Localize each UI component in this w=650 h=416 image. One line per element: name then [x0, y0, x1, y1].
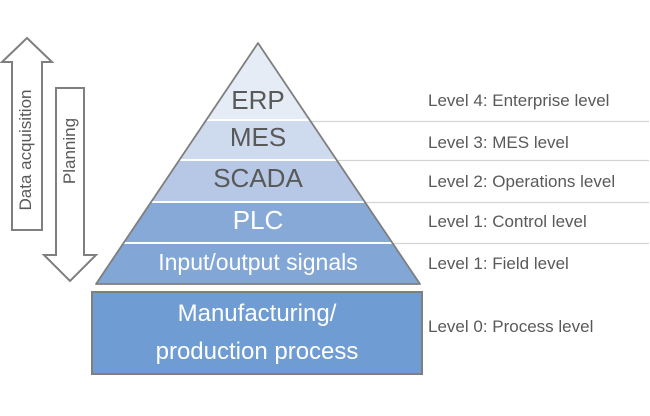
planning-arrow-shape	[41, 87, 99, 283]
planning-arrow-label: Planning	[60, 117, 79, 185]
annotation-level3-mes: Level 3: MES level	[428, 133, 569, 152]
pyramid-band-mes	[179, 120, 337, 160]
base-block-shape	[91, 291, 423, 375]
pyramid-band-io	[96, 243, 420, 284]
annotation-level2-operations: Level 2: Operations level	[428, 172, 616, 191]
base-block-label-line2: production process	[155, 338, 359, 365]
annotation-level0-process: Level 0: Process level	[428, 317, 594, 336]
pyramid-outline	[95, 42, 421, 285]
pyramid-band-erp	[206, 43, 310, 120]
band-label-scada: SCADA	[213, 163, 303, 193]
annotation-level4-enterprise: Level 4: Enterprise level	[428, 91, 610, 110]
band-label-io-signals: Input/output signals	[158, 249, 358, 275]
base-block-label: Manufacturing/ production process	[92, 295, 422, 371]
data-acquisition-arrow-shape	[0, 36, 55, 231]
band-label-plc: PLC	[232, 205, 284, 235]
band-label-mes: MES	[229, 122, 287, 152]
pyramid-band-scada	[151, 160, 365, 202]
pyramid-band-plc	[124, 202, 392, 243]
data-acquisition-arrow-label: Data acquisition	[16, 89, 35, 211]
base-block-label-line1: Manufacturing/	[177, 300, 337, 327]
annotation-level1-control: Level 1: Control level	[428, 212, 587, 231]
annotation-level1-field: Level 1: Field level	[428, 254, 569, 273]
band-label-erp: ERP	[231, 85, 285, 115]
